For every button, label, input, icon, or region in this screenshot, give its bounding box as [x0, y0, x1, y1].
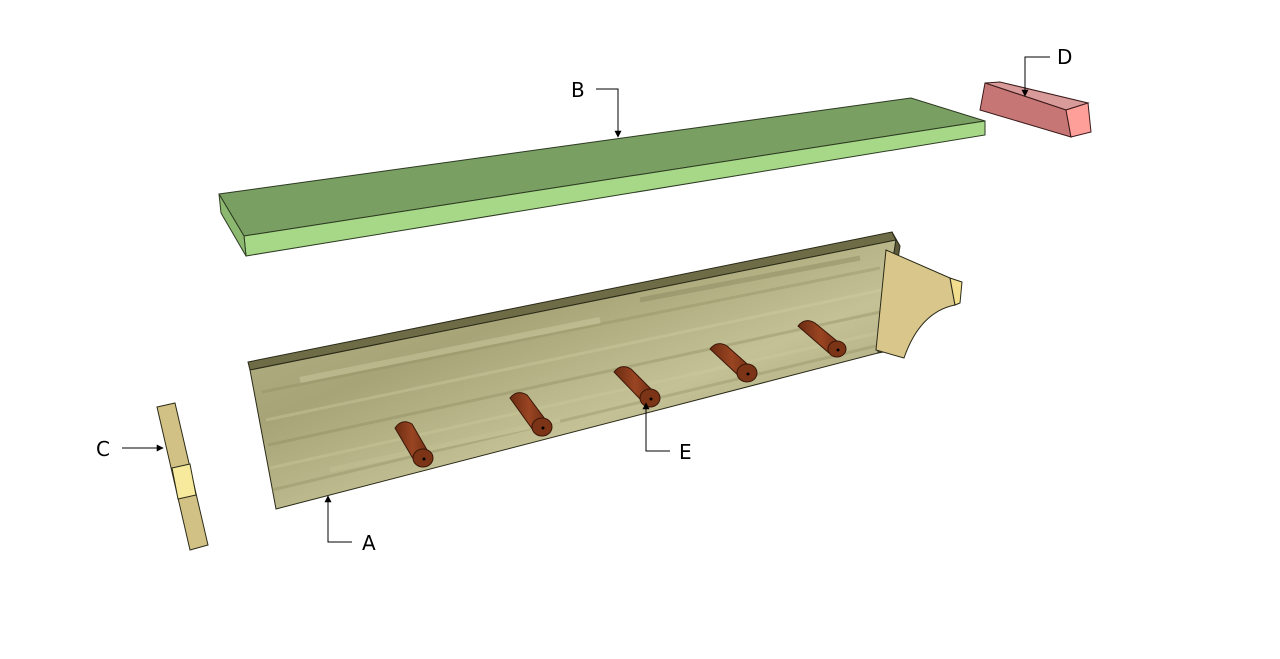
- peg: [509, 392, 553, 437]
- callout-b: B: [571, 78, 622, 138]
- bracket-right-end-face: [949, 277, 963, 306]
- callout-d: D: [1021, 45, 1072, 97]
- callout-b-label: B: [571, 78, 585, 102]
- shelf-board-b: [218, 97, 986, 257]
- callout-c: C: [96, 437, 164, 461]
- callout-d-leader: [1021, 56, 1050, 97]
- wood-grain: [261, 255, 883, 492]
- back-board-a: [247, 231, 901, 510]
- callout-b-leader: [596, 88, 622, 138]
- callout-a-label: A: [362, 531, 376, 555]
- callout-a-leader: [324, 495, 352, 543]
- bracket-right: [875, 249, 963, 359]
- callout-e-label: E: [679, 440, 692, 464]
- peg: [394, 421, 434, 468]
- callout-c-label: C: [96, 437, 110, 461]
- cleat-d: [979, 81, 1092, 138]
- callout-d-label: D: [1057, 45, 1072, 69]
- peg: [797, 320, 847, 358]
- bracket-c-end-face: [171, 463, 197, 500]
- callout-e-leader: [642, 402, 670, 452]
- peg: [709, 343, 758, 383]
- bracket-c: [156, 402, 209, 551]
- shelf-top-face: [218, 97, 986, 237]
- pegs-e: [394, 320, 847, 468]
- callout-a: A: [324, 495, 376, 555]
- shelf-end-face: [218, 193, 247, 257]
- cleat-end-face: [1065, 102, 1092, 138]
- bracket-right-face: [875, 249, 956, 359]
- callout-e: E: [642, 402, 692, 464]
